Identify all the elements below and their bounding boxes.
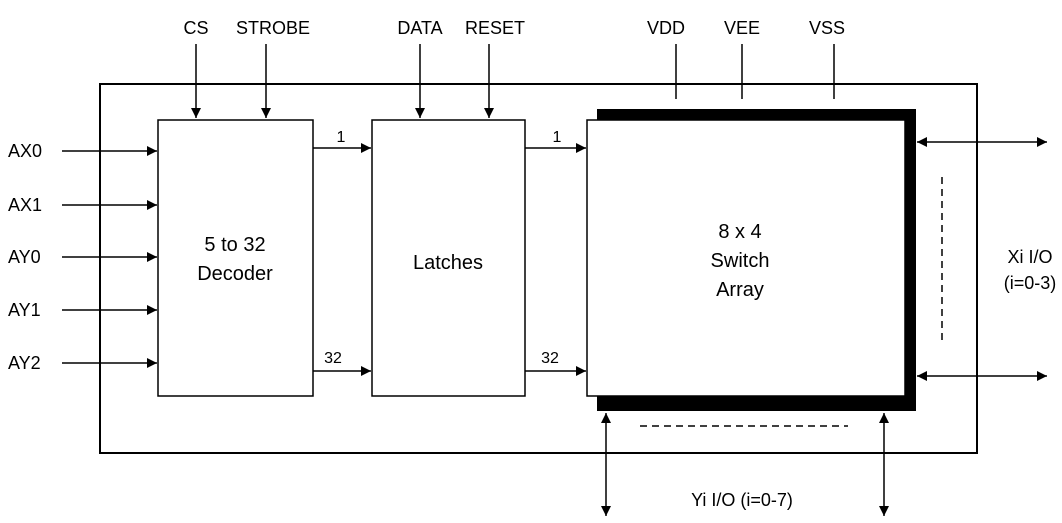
strobe-label: STROBE <box>236 18 310 38</box>
decoder-bus-label-last: 32 <box>324 350 342 367</box>
data-label: DATA <box>397 18 442 38</box>
decoder-bus-label-first: 1 <box>337 129 346 146</box>
chip-outline <box>99 83 978 454</box>
cs-label: CS <box>183 18 208 38</box>
switch-array-label-line1: 8 x 4 <box>718 221 761 243</box>
latches-block <box>371 119 526 397</box>
ay1-label: AY1 <box>8 300 41 320</box>
switch-array-label-line3: Array <box>716 279 764 301</box>
decoder-label-line1: 5 to 32 <box>204 234 265 256</box>
reset-label: RESET <box>465 18 525 38</box>
vee-label: VEE <box>724 18 760 38</box>
latches-bus-label-last: 32 <box>541 350 559 367</box>
switch-array-label-line2: Switch <box>711 250 770 272</box>
latches-label: Latches <box>413 252 483 274</box>
ay0-label: AY0 <box>8 247 41 267</box>
vdd-label: VDD <box>647 18 685 38</box>
yi-io-label: Yi I/O (i=0-7) <box>691 490 793 510</box>
xi-io-label-line1: Xi I/O <box>1007 247 1052 267</box>
ay2-label: AY2 <box>8 353 41 373</box>
decoder-label-line2: Decoder <box>197 263 273 285</box>
latches-bus-label-first: 1 <box>553 129 562 146</box>
decoder-block <box>157 119 314 397</box>
ax0-label: AX0 <box>8 141 42 161</box>
switch-array-block <box>586 119 906 397</box>
ax1-label: AX1 <box>8 195 42 215</box>
vss-label: VSS <box>809 18 845 38</box>
xi-io-label-line2: (i=0-3) <box>1004 273 1057 293</box>
